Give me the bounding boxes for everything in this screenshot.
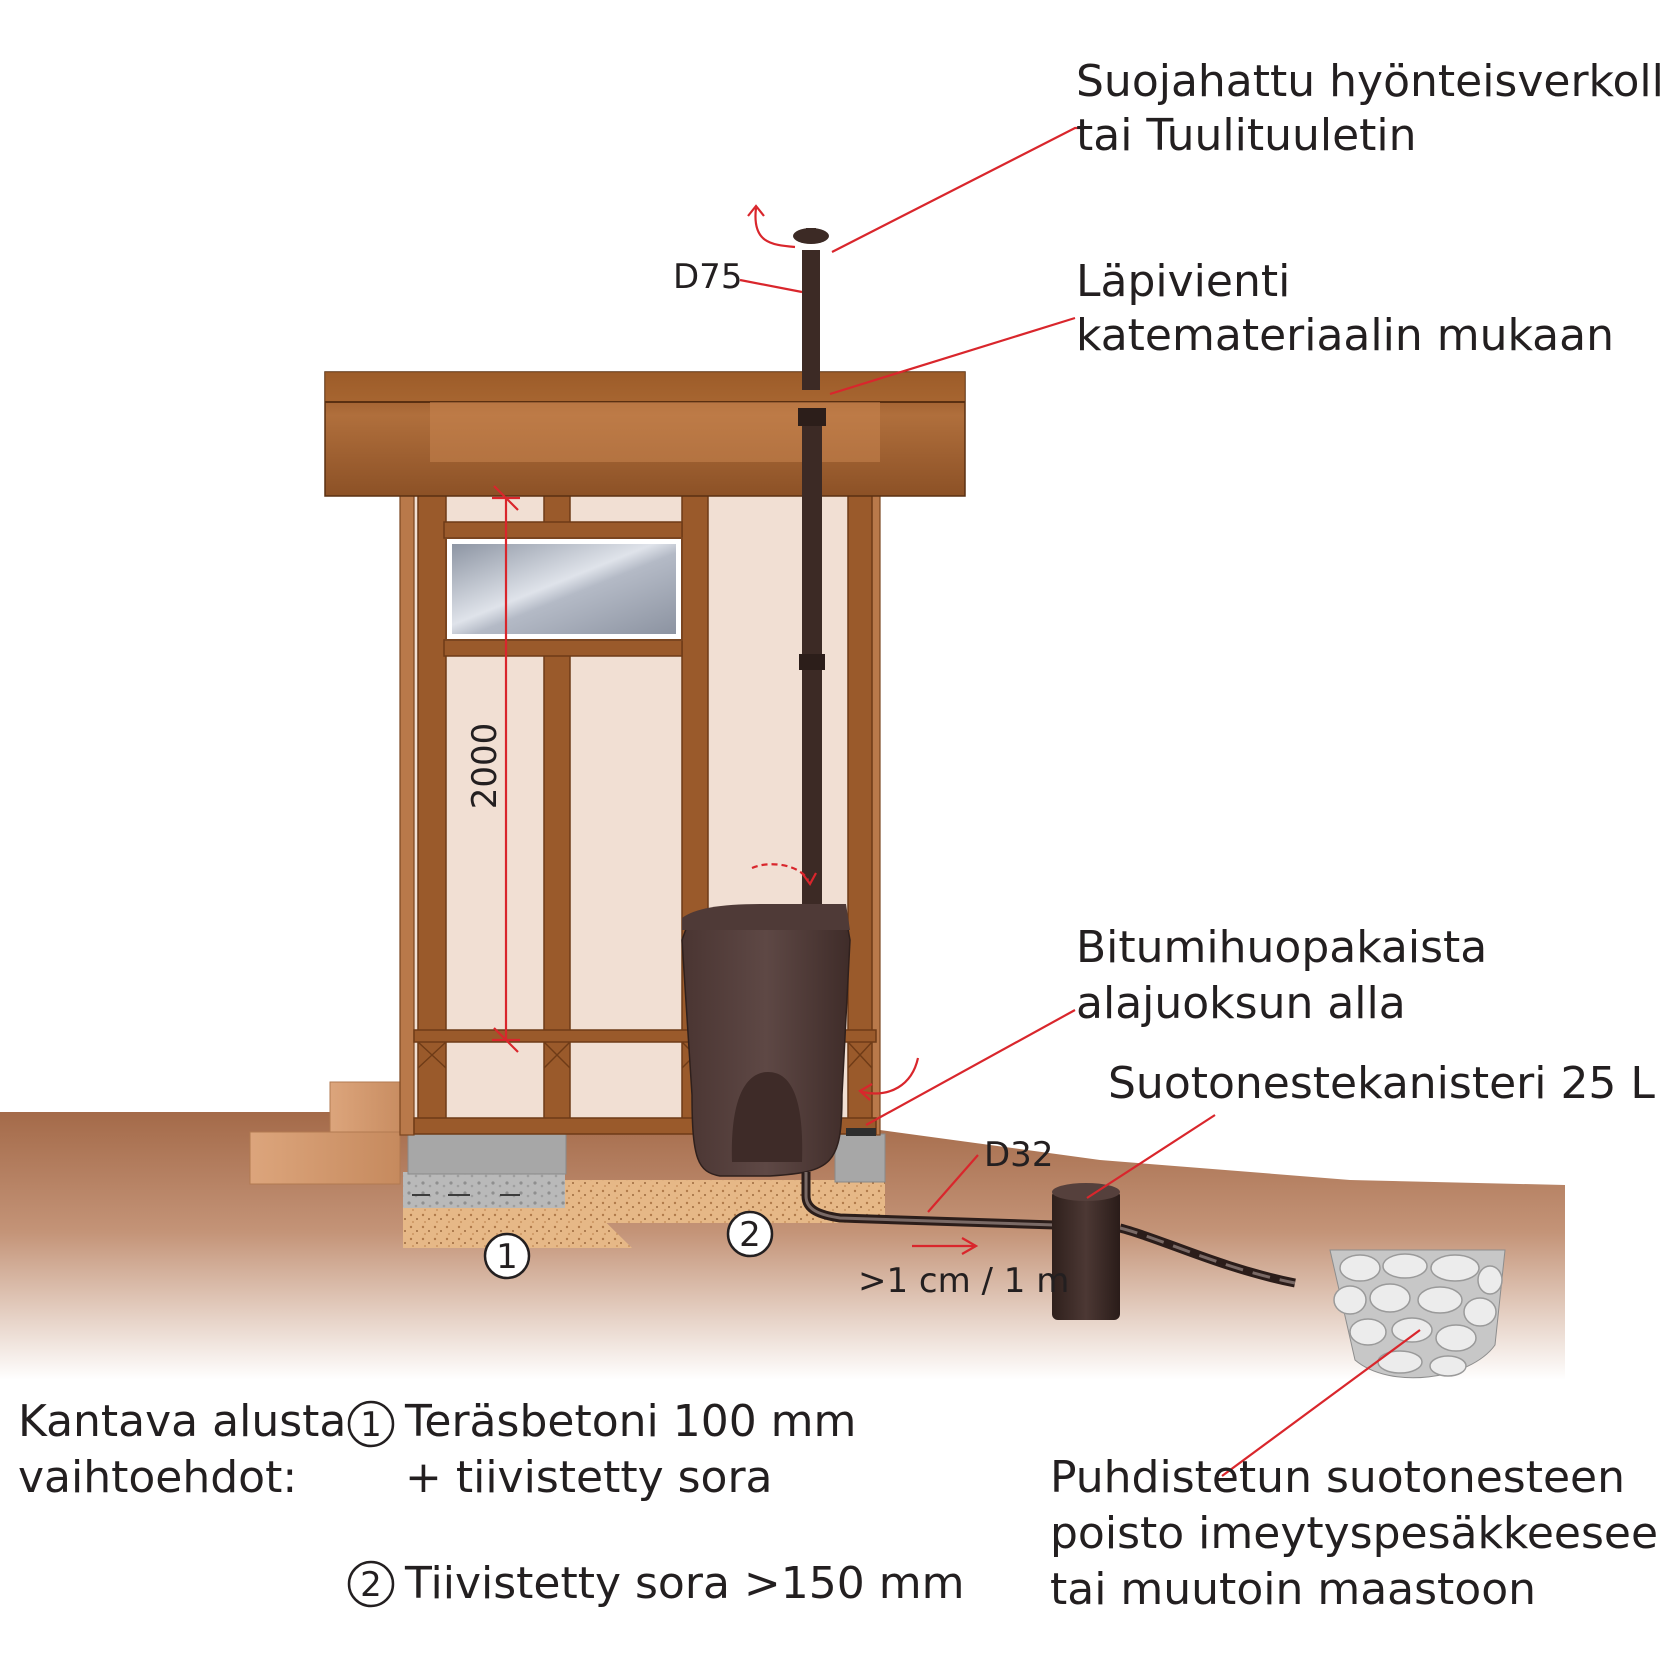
- composting-toilet: [681, 904, 851, 1177]
- legend-option-1: Teräsbetoni 100 mm: [404, 1396, 856, 1447]
- legend-option-2: Tiivistetty sora >150 mm: [404, 1558, 964, 1609]
- legend-marker-1: 1: [360, 1405, 382, 1445]
- drain-diameter-label: D32: [984, 1135, 1053, 1175]
- outlet-label-3: tai muutoin maastoon: [1050, 1564, 1536, 1615]
- bitumen-label: Bitumihuopakaista: [1076, 922, 1487, 973]
- bitumen-label-2: alajuoksun alla: [1076, 978, 1406, 1029]
- bitumen-strip: [846, 1128, 876, 1136]
- entry-steps: [249, 1081, 411, 1185]
- drain-hose: [801, 1172, 1296, 1288]
- canister-label: Suotonestekanisteri 25 L: [1108, 1058, 1655, 1109]
- legend-marker-2: 2: [360, 1565, 382, 1605]
- roof-pass-label: Läpivienti: [1076, 256, 1290, 307]
- window: [445, 537, 683, 641]
- outlet-label-2: poisto imeytyspesäkkeeseen: [1050, 1508, 1660, 1559]
- vent-cap-label-2: tai Tuulituuletin: [1076, 110, 1417, 161]
- marker-1: 1: [483, 1232, 531, 1280]
- airflow-arrows: [747, 204, 979, 1255]
- soakaway-pit: [1329, 1249, 1506, 1379]
- leader-lines: [739, 126, 1421, 1477]
- pipe-diameter-label: D75: [673, 257, 742, 297]
- foundation-legend: Kantava alusta vaihtoehdot: 1 Teräsbeton…: [18, 1396, 964, 1609]
- vent-cap-label: Suojahattu hyönteisverkolla: [1076, 56, 1660, 107]
- outlet-label: Puhdistetun suotonesteen: [1050, 1452, 1625, 1503]
- height-dimension: 2000: [465, 485, 520, 1053]
- legend-heading-2: vaihtoehdot:: [18, 1452, 297, 1503]
- vent-pipe: [793, 228, 829, 918]
- svg-text:1: 1: [496, 1237, 518, 1277]
- roof: [324, 371, 966, 497]
- height-dimension-label: 2000: [465, 723, 505, 810]
- legend-heading: Kantava alusta: [18, 1396, 346, 1447]
- legend-option-1-line2: + tiivistetty sora: [405, 1452, 773, 1503]
- svg-text:2: 2: [739, 1215, 761, 1255]
- roof-pass-label-2: katemateriaalin mukaan: [1076, 310, 1614, 361]
- slope-label: >1 cm / 1 m: [858, 1261, 1069, 1301]
- marker-2: 2: [726, 1210, 774, 1258]
